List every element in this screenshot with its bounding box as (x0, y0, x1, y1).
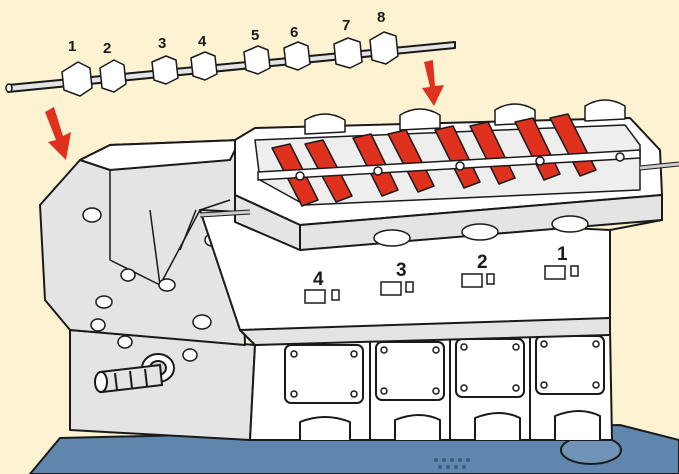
cam-label-6: 6 (290, 24, 298, 41)
cam-label-1: 1 (68, 38, 76, 55)
cam-label-4: 4 (198, 33, 207, 50)
cam-label-8: 8 (377, 9, 385, 26)
cam-label-7: 7 (342, 17, 350, 34)
crankcase-cover (285, 336, 604, 403)
install-arrow (45, 107, 71, 160)
cam-label-5: 5 (251, 27, 259, 44)
cylinder-label-3: 3 (396, 260, 407, 281)
cylinder-label-1: 1 (557, 244, 568, 265)
cam-label-3: 3 (158, 35, 166, 52)
cylinder-label-2: 2 (477, 252, 488, 273)
install-arrow (422, 60, 444, 106)
cylinder-label-4: 4 (313, 269, 324, 290)
cam-label-2: 2 (103, 40, 111, 57)
